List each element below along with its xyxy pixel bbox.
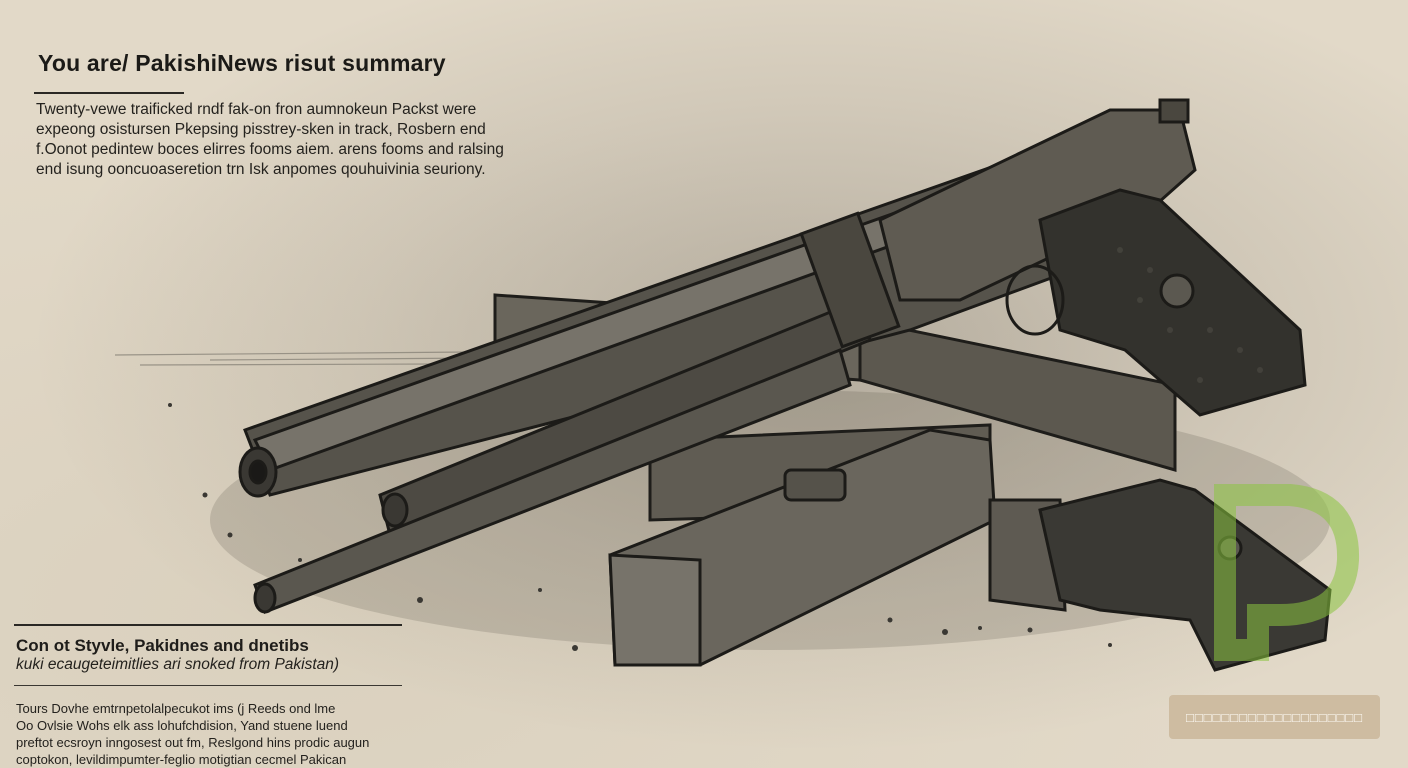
section-divider-top: [14, 624, 402, 626]
debris: [168, 403, 1112, 651]
watermark-logo: [1214, 484, 1360, 661]
body-line: coptokon, levildimpumter-feglio motigtia…: [16, 752, 347, 767]
section-divider-bottom: [14, 685, 402, 686]
title-underline: [34, 92, 184, 94]
section-heading: Con ot Styvle, Pakidnes and dnetibs: [16, 636, 309, 655]
section-body: Tours Dovhe emtrnpetolalpecukot ims (j R…: [16, 700, 416, 768]
grip-texture: [1117, 247, 1263, 383]
rifle: [238, 148, 1102, 614]
section-subtitle: kuki ecaugeteimitlies ari snoked from Pa…: [16, 656, 340, 673]
intro-line: end isung ooncuoaseretion trn Isk anpome…: [36, 161, 486, 178]
body-line: Oo Ovlsie Wohs elk ass lohufchdision, Ya…: [16, 718, 348, 733]
intro-line: expeong osistursen Pkepsing pisstrey-ske…: [36, 121, 486, 138]
magazine: [608, 428, 1067, 667]
motion-lines: [114, 351, 481, 366]
pistol: [878, 98, 1307, 417]
caption-box: □□□□□□□□□□□□□□□□□□□□: [1169, 695, 1380, 739]
caption-text: □□□□□□□□□□□□□□□□□□□□: [1185, 709, 1364, 725]
body-line: preftot ecsroyn inngosest out fm, Reslgo…: [16, 735, 370, 750]
intro-paragraph: Twenty-vewe traificked rndf fak-on fron …: [36, 100, 581, 180]
intro-line: f.Oonot pedintew boces elirres fooms aie…: [36, 141, 504, 158]
page-title: You are/ PakishiNews risut summary: [38, 50, 446, 76]
intro-line: Twenty-vewe traificked rndf fak-on fron …: [36, 101, 477, 118]
body-line: Tours Dovhe emtrnpetolalpecukot ims (j R…: [16, 701, 336, 716]
